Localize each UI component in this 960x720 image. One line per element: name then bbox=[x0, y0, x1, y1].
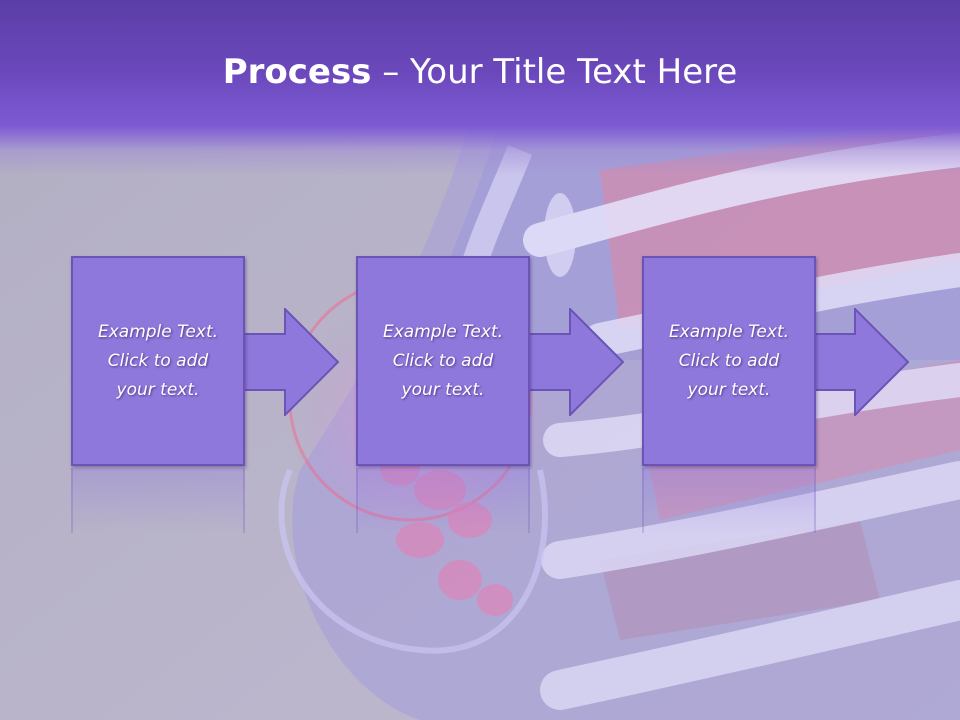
process-step-box[interactable]: Example Text. Click to add your text. bbox=[71, 256, 245, 466]
box-reflection bbox=[642, 468, 816, 533]
title-rest: – Your Title Text Here bbox=[371, 52, 738, 92]
process-step-box[interactable]: Example Text. Click to add your text. bbox=[642, 256, 816, 466]
header-band bbox=[0, 0, 960, 175]
slide-title[interactable]: Process – Your Title Text Here bbox=[0, 52, 960, 92]
process-step-box[interactable]: Example Text. Click to add your text. bbox=[356, 256, 530, 466]
box-reflection bbox=[356, 468, 530, 533]
title-bold: Process bbox=[222, 52, 372, 92]
box-reflection bbox=[71, 468, 245, 533]
